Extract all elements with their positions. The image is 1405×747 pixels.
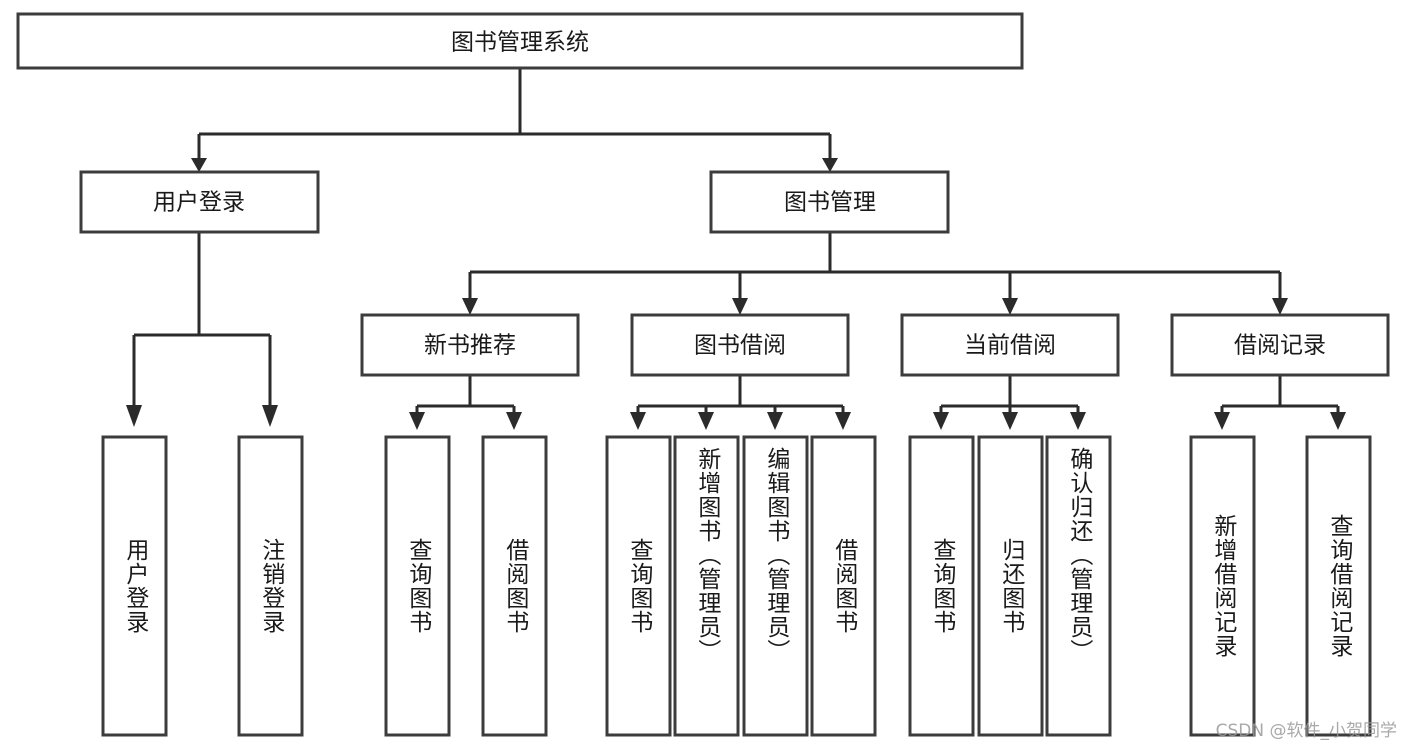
node-box-leaf-user-login-2[interactable]	[237, 435, 304, 737]
arrow-head-user-login-leaf-2	[262, 405, 278, 427]
node-box-leaf-book-borrow-2[interactable]	[673, 435, 740, 737]
node-box-leaf-book-borrow-3[interactable]	[742, 435, 809, 737]
node-box-leaf-new-book-2[interactable]	[481, 435, 548, 737]
arrow-head-current-borrow-leaf-2	[1002, 412, 1018, 430]
node-label-new-book-recommend: 新书推荐	[424, 333, 516, 359]
node-box-leaf-current-borrow-2[interactable]	[977, 435, 1044, 737]
arrow-head-new-book	[462, 298, 478, 315]
arrow-head-borrow-record	[1272, 298, 1288, 315]
arrow-head-book-borrow-leaf-4	[835, 412, 851, 430]
arrow-head-book-borrow-leaf-2	[698, 412, 714, 430]
node-box-leaf-book-borrow-1[interactable]	[605, 435, 672, 737]
node-box-current-borrow[interactable]	[900, 313, 1120, 377]
arrow-head-user-login	[191, 158, 207, 172]
arrow-head-book-mgmt	[822, 158, 838, 172]
arrow-head-new-book-leaf-2	[506, 412, 522, 430]
node-label-user-login: 用户登录	[153, 190, 245, 216]
node-layer: 图书管理系统 用户登录 图书管理 新书推荐 图书借阅 当前借阅 借阅记录	[16, 12, 1390, 737]
node-label-book-management: 图书管理	[784, 190, 876, 216]
arrow-head-book-borrow	[732, 298, 748, 315]
node-box-leaf-new-book-1[interactable]	[384, 435, 451, 737]
node-box-root[interactable]	[16, 12, 1024, 70]
node-label-borrow-record: 借阅记录	[1234, 333, 1326, 359]
node-box-leaf-book-borrow-4[interactable]	[810, 435, 877, 737]
node-label-book-borrow: 图书借阅	[694, 333, 786, 359]
node-label-root: 图书管理系统	[451, 30, 589, 56]
node-box-user-login[interactable]	[79, 170, 320, 234]
node-box-book-borrow[interactable]	[630, 313, 850, 377]
arrow-head-borrow-record-leaf-1	[1214, 412, 1230, 430]
node-box-new-book-recommend[interactable]	[360, 313, 580, 377]
node-box-leaf-user-login-1[interactable]	[101, 435, 168, 737]
node-box-book-management[interactable]	[709, 170, 950, 234]
arrow-head-current-borrow-leaf-1	[933, 412, 949, 430]
node-box-leaf-borrow-record-2[interactable]	[1305, 435, 1372, 737]
node-box-borrow-record[interactable]	[1170, 313, 1390, 377]
node-box-leaf-borrow-record-1[interactable]	[1189, 435, 1256, 737]
node-box-leaf-current-borrow-1[interactable]	[908, 435, 975, 737]
arrow-head-book-borrow-leaf-1	[630, 412, 646, 430]
arrow-head-user-login-leaf-1	[126, 405, 142, 427]
node-label-current-borrow: 当前借阅	[964, 333, 1056, 359]
arrow-head-current-borrow-leaf-3	[1070, 412, 1086, 430]
arrow-head-current-borrow	[1002, 298, 1018, 315]
arrow-head-new-book-leaf-1	[409, 412, 425, 430]
arrow-head-book-borrow-leaf-3	[767, 412, 783, 430]
arrow-head-borrow-record-leaf-2	[1330, 412, 1346, 430]
node-box-leaf-current-borrow-3[interactable]	[1045, 435, 1112, 737]
connector-layer	[126, 68, 1346, 430]
